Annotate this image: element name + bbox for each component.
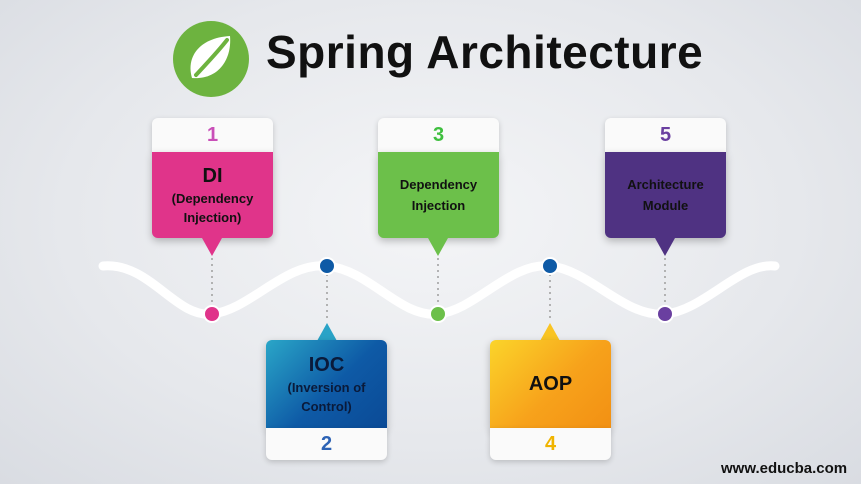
pointer-ioc <box>317 323 337 341</box>
step-card-aop: AOP 4 <box>490 340 611 460</box>
dot-2 <box>318 257 336 275</box>
step-body: AOP <box>490 340 611 428</box>
step-subtitle: Dependency Injection <box>399 177 478 213</box>
step-card-architecture-module: 5 Architecture Module <box>605 118 726 238</box>
step-subtitle: (Dependency Injection) <box>171 191 254 225</box>
step-number: 5 <box>605 118 726 152</box>
dot-5 <box>656 305 674 323</box>
dot-4 <box>541 257 559 275</box>
step-body: Architecture Module <box>605 152 726 238</box>
step-body: Dependency Injection <box>378 152 499 238</box>
step-number: 2 <box>266 428 387 460</box>
dot-3 <box>429 305 447 323</box>
step-subtitle: Architecture Module <box>627 177 704 213</box>
step-number: 1 <box>152 118 273 152</box>
pointer-di <box>202 238 222 256</box>
spring-leaf-icon <box>173 21 249 97</box>
pointer-dependency-injection <box>428 238 448 256</box>
footer-url: www.educba.com <box>721 460 848 477</box>
step-body: IOC (Inversion of Control) <box>266 340 387 428</box>
dot-1 <box>203 305 221 323</box>
step-title: IOC <box>308 354 345 376</box>
step-number: 4 <box>490 428 611 460</box>
page-title: Spring Architecture <box>266 26 704 78</box>
step-title: DI <box>202 165 223 187</box>
step-card-dependency-injection: 3 Dependency Injection <box>378 118 499 238</box>
step-title: AOP <box>528 373 573 395</box>
pointer-aop <box>540 323 560 341</box>
step-card-ioc: IOC (Inversion of Control) 2 <box>266 340 387 460</box>
pointer-architecture-module <box>655 238 675 256</box>
step-card-di: 1 DI (Dependency Injection) <box>152 118 273 238</box>
step-body: DI (Dependency Injection) <box>152 152 273 238</box>
step-subtitle: (Inversion of Control) <box>287 380 366 414</box>
step-number: 3 <box>378 118 499 152</box>
